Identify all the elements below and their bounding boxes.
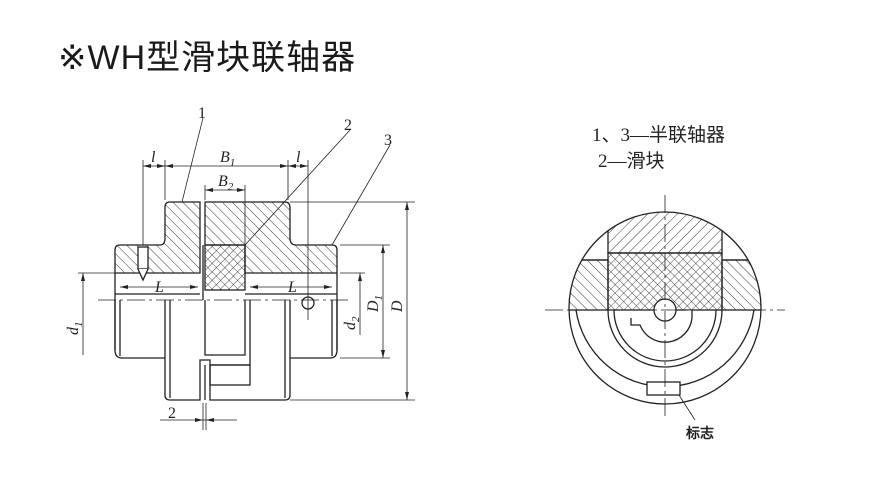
dim-gap: 2 bbox=[168, 405, 176, 422]
dim-d1: d1 bbox=[65, 322, 85, 336]
legend-half-couplings: 1、3—半联轴器 bbox=[592, 125, 726, 146]
front-view bbox=[78, 117, 415, 430]
right-half-section bbox=[204, 201, 338, 274]
mark-slot bbox=[646, 381, 681, 396]
part-label-2: 2 bbox=[344, 117, 352, 134]
left-half-section bbox=[114, 201, 201, 274]
dim-L-left: L bbox=[154, 279, 164, 296]
dim-B1: B1 bbox=[220, 149, 235, 169]
dim-D1: D1 bbox=[365, 295, 385, 313]
dim-l-right: l bbox=[296, 149, 301, 166]
set-screw bbox=[137, 246, 149, 270]
slider-section bbox=[204, 244, 246, 291]
part-label-3: 3 bbox=[384, 132, 392, 149]
mark-label: 标志 bbox=[685, 425, 714, 442]
side-view bbox=[545, 195, 785, 421]
dim-L-right: L bbox=[287, 279, 297, 296]
dim-l-left: l bbox=[151, 149, 156, 166]
legend-slider: 2—滑块 bbox=[598, 151, 665, 172]
dim-d2: d2 bbox=[342, 316, 362, 330]
dim-B2: B2 bbox=[218, 173, 234, 193]
dim-D: D bbox=[389, 300, 406, 313]
page-title: ※WH型滑块联轴器 bbox=[58, 39, 357, 77]
part-label-1: 1 bbox=[198, 105, 206, 122]
